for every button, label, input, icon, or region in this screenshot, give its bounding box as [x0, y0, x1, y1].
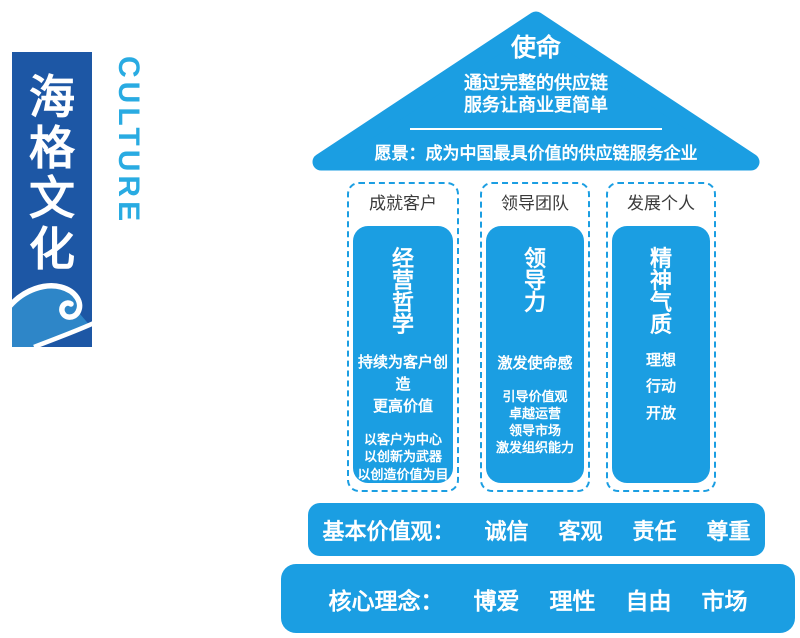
pillar-leadership: 领导团队 领导力 激发使命感 引导价值观 卓越运营 领导市场 激发组织能力: [480, 182, 590, 492]
secondary-line: 以创造价值为目标: [357, 466, 449, 482]
core-idea-item: 理性: [549, 587, 596, 614]
pillar-individual-title: 精神气质: [649, 246, 672, 337]
wave-icon: [12, 275, 92, 347]
pillar-leadership-header: 领导团队: [501, 194, 569, 213]
primary-line: 激发使命感: [497, 355, 573, 372]
core-idea-item: 博爱: [473, 587, 520, 614]
primary-line: 持续为客户创造: [357, 354, 448, 393]
secondary-line: 领导市场: [508, 423, 561, 439]
basic-value-item: 尊重: [706, 518, 751, 544]
pillar-individual: 发展个人 精神气质 理想 行动 开放: [606, 182, 716, 492]
pillar-leadership-secondary: 引导价值观 卓越运营 领导市场 激发组织能力: [486, 388, 584, 457]
basic-value-item: 责任: [632, 518, 677, 544]
primary-line: 开放: [645, 404, 676, 422]
mission-line-2: 服务让商业更简单: [464, 95, 608, 115]
primary-line: 更高价值: [372, 397, 433, 415]
pillar-individual-header: 发展个人: [627, 194, 695, 213]
roof-triangle: [312, 11, 760, 171]
pillar-customer: 成就客户 经营哲学 持续为客户创造 更高价值 以客户为中心 以创新为武器 以创造…: [347, 182, 459, 492]
pillar-leadership-title: 领导力: [523, 246, 546, 315]
pillar-leadership-primary: 激发使命感: [486, 353, 584, 375]
basic-values-bar: 基本价值观： 诚信 客观 责任 尊重: [308, 503, 765, 556]
brand-title: 海格文化: [29, 71, 75, 275]
pillar-customer-primary: 持续为客户创造 更高价值: [353, 352, 453, 417]
core-ideas-bar: 核心理念： 博爱 理性 自由 市场: [281, 564, 795, 633]
pillar-individual-primary: 理想 行动 开放: [612, 348, 710, 427]
mission-title: 使命: [510, 34, 561, 62]
core-idea-item: 自由: [625, 587, 672, 614]
pillar-individual-box: 精神气质 理想 行动 开放: [612, 226, 710, 483]
secondary-line: 以创新为武器: [363, 449, 442, 465]
pillar-leadership-box: 领导力 激发使命感 引导价值观 卓越运营 领导市场 激发组织能力: [486, 226, 584, 483]
basic-value-item: 诚信: [484, 518, 529, 544]
pillar-customer-box: 经营哲学 持续为客户创造 更高价值 以客户为中心 以创新为武器 以创造价值为目标…: [353, 226, 453, 483]
culture-label: CULTURE: [112, 56, 145, 226]
vision-statement: 愿景：成为中国最具价值的供应链服务企业: [374, 143, 698, 163]
primary-line: 行动: [645, 378, 676, 396]
primary-line: 理想: [645, 352, 676, 369]
pillar-customer-title: 经营哲学: [391, 246, 414, 337]
core-idea-item: 市场: [701, 587, 748, 614]
roof-content: 使命 通过完整的供应链 服务让商业更简单 愿景：成为中国最具价值的供应链服务企业: [295, 0, 777, 180]
basic-value-item: 客观: [558, 518, 603, 544]
secondary-line: 引导价值观: [502, 388, 568, 404]
pillar-customer-header: 成就客户: [369, 194, 437, 213]
roof-section: 使命 通过完整的供应链 服务让商业更简单 愿景：成为中国最具价值的供应链服务企业: [295, 0, 777, 180]
core-ideas-label: 核心理念：: [328, 587, 444, 614]
basic-values-label: 基本价值观：: [322, 518, 455, 544]
pillar-customer-secondary: 以客户为中心 以创新为武器 以创造价值为目标 以管理体系为基础: [353, 431, 453, 483]
brand-banner: 海格文化: [12, 52, 92, 347]
secondary-line: 卓越运营: [508, 405, 561, 421]
mission-line-1: 通过完整的供应链: [464, 72, 608, 93]
secondary-line: 以客户为中心: [363, 432, 442, 448]
secondary-line: 激发组织能力: [495, 440, 574, 456]
roof-divider: [410, 127, 662, 130]
